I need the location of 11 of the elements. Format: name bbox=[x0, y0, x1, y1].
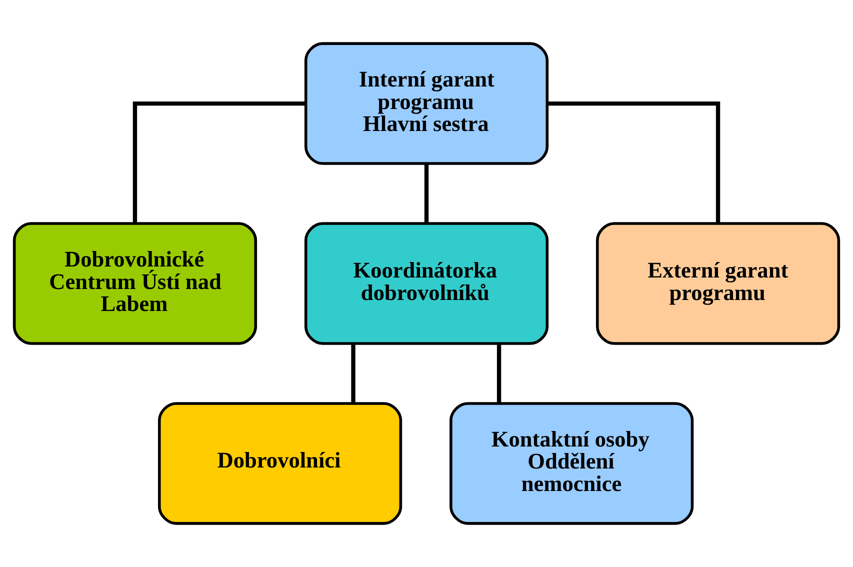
node-box: Kontaktní osoby Oddělení nemocnice bbox=[450, 402, 694, 525]
node-box: Dobrovolnické Centrum Ústí nad Labem bbox=[12, 222, 258, 345]
connector bbox=[547, 101, 720, 224]
node-box: Externí garant programu bbox=[596, 222, 840, 345]
node-box: Koordinátorka dobrovolníků bbox=[304, 222, 549, 345]
connector bbox=[496, 344, 502, 403]
node-box: Interní garant programu Hlavní sestra bbox=[304, 42, 549, 165]
connector bbox=[351, 344, 356, 403]
connector bbox=[424, 164, 429, 223]
connector bbox=[132, 101, 306, 224]
node-box: Dobrovolníci bbox=[158, 402, 402, 525]
